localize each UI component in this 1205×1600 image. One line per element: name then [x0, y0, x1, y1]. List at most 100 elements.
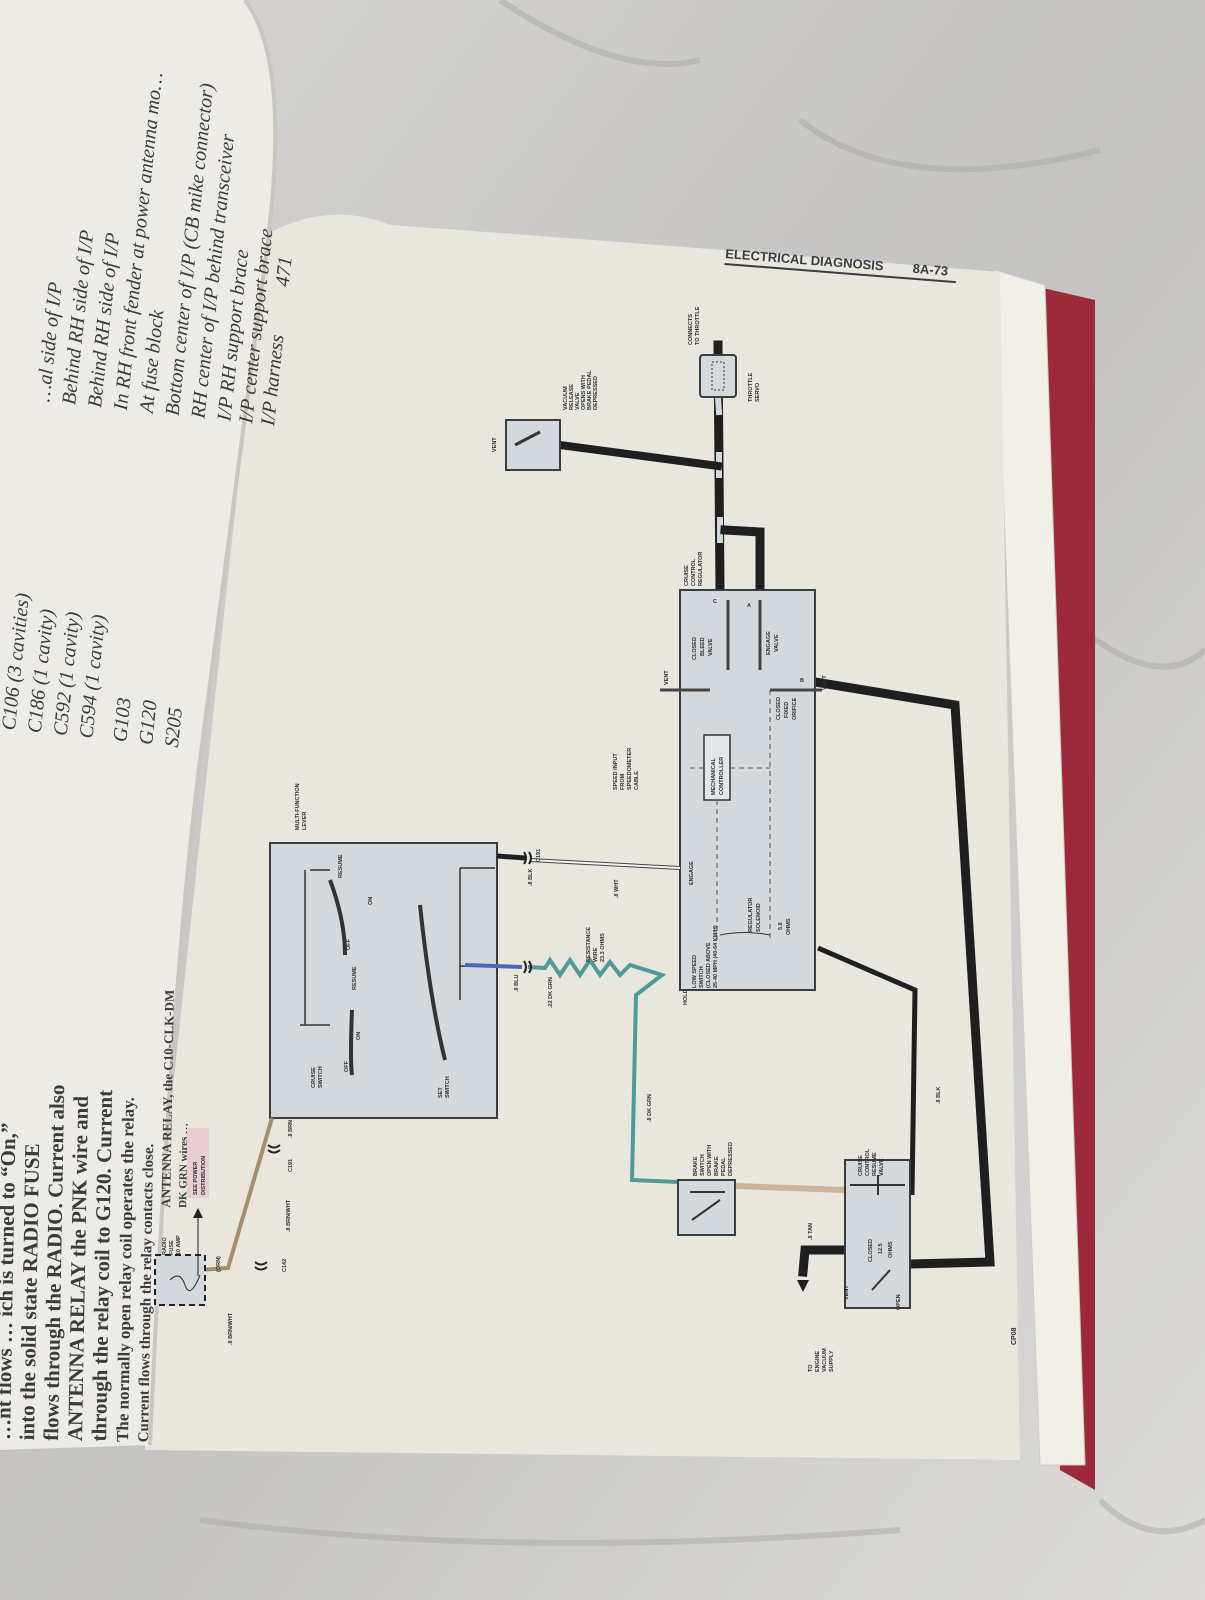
label: VENT — [492, 437, 498, 452]
label: .8 TAN — [808, 1223, 814, 1240]
solenoid-coil — [719, 932, 771, 936]
label: ENGINE — [815, 1351, 821, 1372]
vacuum-release-valve — [505, 419, 561, 471]
label: OHMS — [888, 1241, 894, 1258]
label: 12.5 — [878, 1243, 884, 1254]
label: TO THROTTLE — [695, 306, 701, 345]
label: CLOSED — [868, 1239, 874, 1262]
label: OPEN — [896, 1294, 902, 1310]
lever-switch-contacts — [300, 867, 497, 1076]
label: ON — [368, 897, 374, 905]
label: RESUME — [352, 966, 358, 990]
label: SPEED INPUT — [613, 753, 619, 790]
label: CONNECTS — [688, 314, 694, 345]
label: .8 WHT — [614, 879, 620, 898]
wiring — [199, 853, 918, 1272]
label: HOLD — [683, 989, 689, 1005]
label: .8 BRN — [288, 1120, 294, 1138]
regulator-ports — [660, 600, 822, 692]
power-distribution-tag — [187, 1128, 209, 1198]
label: SWITCH — [700, 1154, 706, 1176]
arrow-up-icon — [193, 1208, 203, 1218]
label: CRUISE — [311, 1067, 317, 1088]
label: VENT — [664, 670, 670, 685]
label: VALVE — [774, 634, 780, 652]
label: BLEED — [700, 637, 706, 656]
label: CONTROL — [865, 1148, 871, 1176]
label: ENGAGE — [766, 631, 772, 655]
label: 5.8 — [778, 922, 784, 930]
label: C142 — [282, 1259, 288, 1272]
label: DEPRESSED — [728, 1142, 734, 1176]
label: C — [713, 599, 717, 605]
multi-function-lever — [269, 842, 498, 1119]
label: .22 DK GRN — [548, 977, 554, 1008]
label: PEDAL — [721, 1157, 727, 1176]
left-page — [0, 0, 276, 1450]
wire-dk-grn — [527, 956, 679, 1184]
radio-fuse-block — [154, 1254, 206, 1306]
label: C191 — [536, 849, 542, 862]
connectors — [254, 851, 532, 1271]
label: LOW SPEED — [692, 955, 698, 988]
cruise-control-regulator — [679, 589, 816, 991]
label: THROTTLE — [748, 372, 754, 402]
page-edges — [994, 269, 1086, 1466]
label: OPEN WITH — [707, 1145, 713, 1176]
label: CONTROLLER — [719, 757, 725, 795]
label: RESISTANCE — [586, 927, 592, 962]
resume-valve-internals — [850, 1175, 905, 1291]
body-line: into the solid state RADIO FUSE — [15, 1143, 44, 1440]
label: RADIO — [162, 1237, 168, 1255]
label: SWITCH — [318, 1066, 324, 1088]
label: VALVE — [575, 392, 581, 410]
label: DEPRESSED — [593, 376, 599, 410]
marble-veins — [199, 0, 1205, 1546]
label: BRAKE PEDAL — [587, 370, 593, 410]
label: BRAKE — [693, 1156, 699, 1176]
label: RELEASE — [569, 384, 575, 410]
label: 25-40 MPH (40-64 KM/H) — [713, 925, 719, 988]
label: DISTRIBUTION — [201, 1156, 207, 1195]
wire-blu — [464, 963, 523, 969]
label: SERVO — [755, 382, 761, 402]
label: FROM — [620, 773, 626, 790]
label: FUSE — [169, 1240, 175, 1255]
label: A — [747, 603, 751, 609]
diagram-labels: CONNECTS TO THROTTLE THROTTLE SERVO VACU… — [162, 306, 942, 1372]
index-id: G120 — [135, 699, 162, 746]
label: RESUME — [338, 854, 344, 878]
page-gutter — [148, 0, 278, 1446]
label: VALVE — [879, 1158, 885, 1176]
label: REGULATOR — [698, 552, 704, 586]
throttle-servo — [699, 354, 737, 398]
body-line: Current flows through the relay contacts… — [136, 1143, 157, 1442]
index-id: S205 — [161, 706, 187, 748]
label: (ORN) — [216, 1256, 222, 1272]
label: SUPPLY — [829, 1350, 835, 1372]
figure-code: CP08 — [1011, 1327, 1018, 1345]
label: OFF — [346, 938, 352, 950]
label: .8 BLU — [514, 975, 520, 992]
label: .8 BRN/WHT — [286, 1199, 292, 1232]
label: CABLE — [634, 771, 640, 790]
wire-blk — [496, 853, 526, 861]
page-reference: 471 — [272, 255, 297, 287]
label: VACUUM — [822, 1348, 828, 1372]
right-page — [145, 214, 1020, 1460]
label: REGULATOR — [748, 898, 754, 932]
label: SWITCH — [445, 1076, 451, 1098]
wire-ground-blk — [817, 945, 918, 1196]
label: OPENS WITH — [581, 375, 587, 410]
fuse-icon — [169, 1274, 201, 1292]
label: CRUISE — [858, 1155, 864, 1176]
label: MECHANICAL — [711, 757, 717, 795]
label: TO — [808, 1364, 814, 1372]
label: BRAKE — [714, 1156, 720, 1176]
label: (CLOSED ABOVE — [706, 942, 712, 988]
mechanical-controller — [703, 734, 731, 801]
index-id: G103 — [109, 697, 136, 744]
label: ENGAGE — [689, 861, 695, 885]
page-number: 8A-73 — [912, 261, 948, 279]
